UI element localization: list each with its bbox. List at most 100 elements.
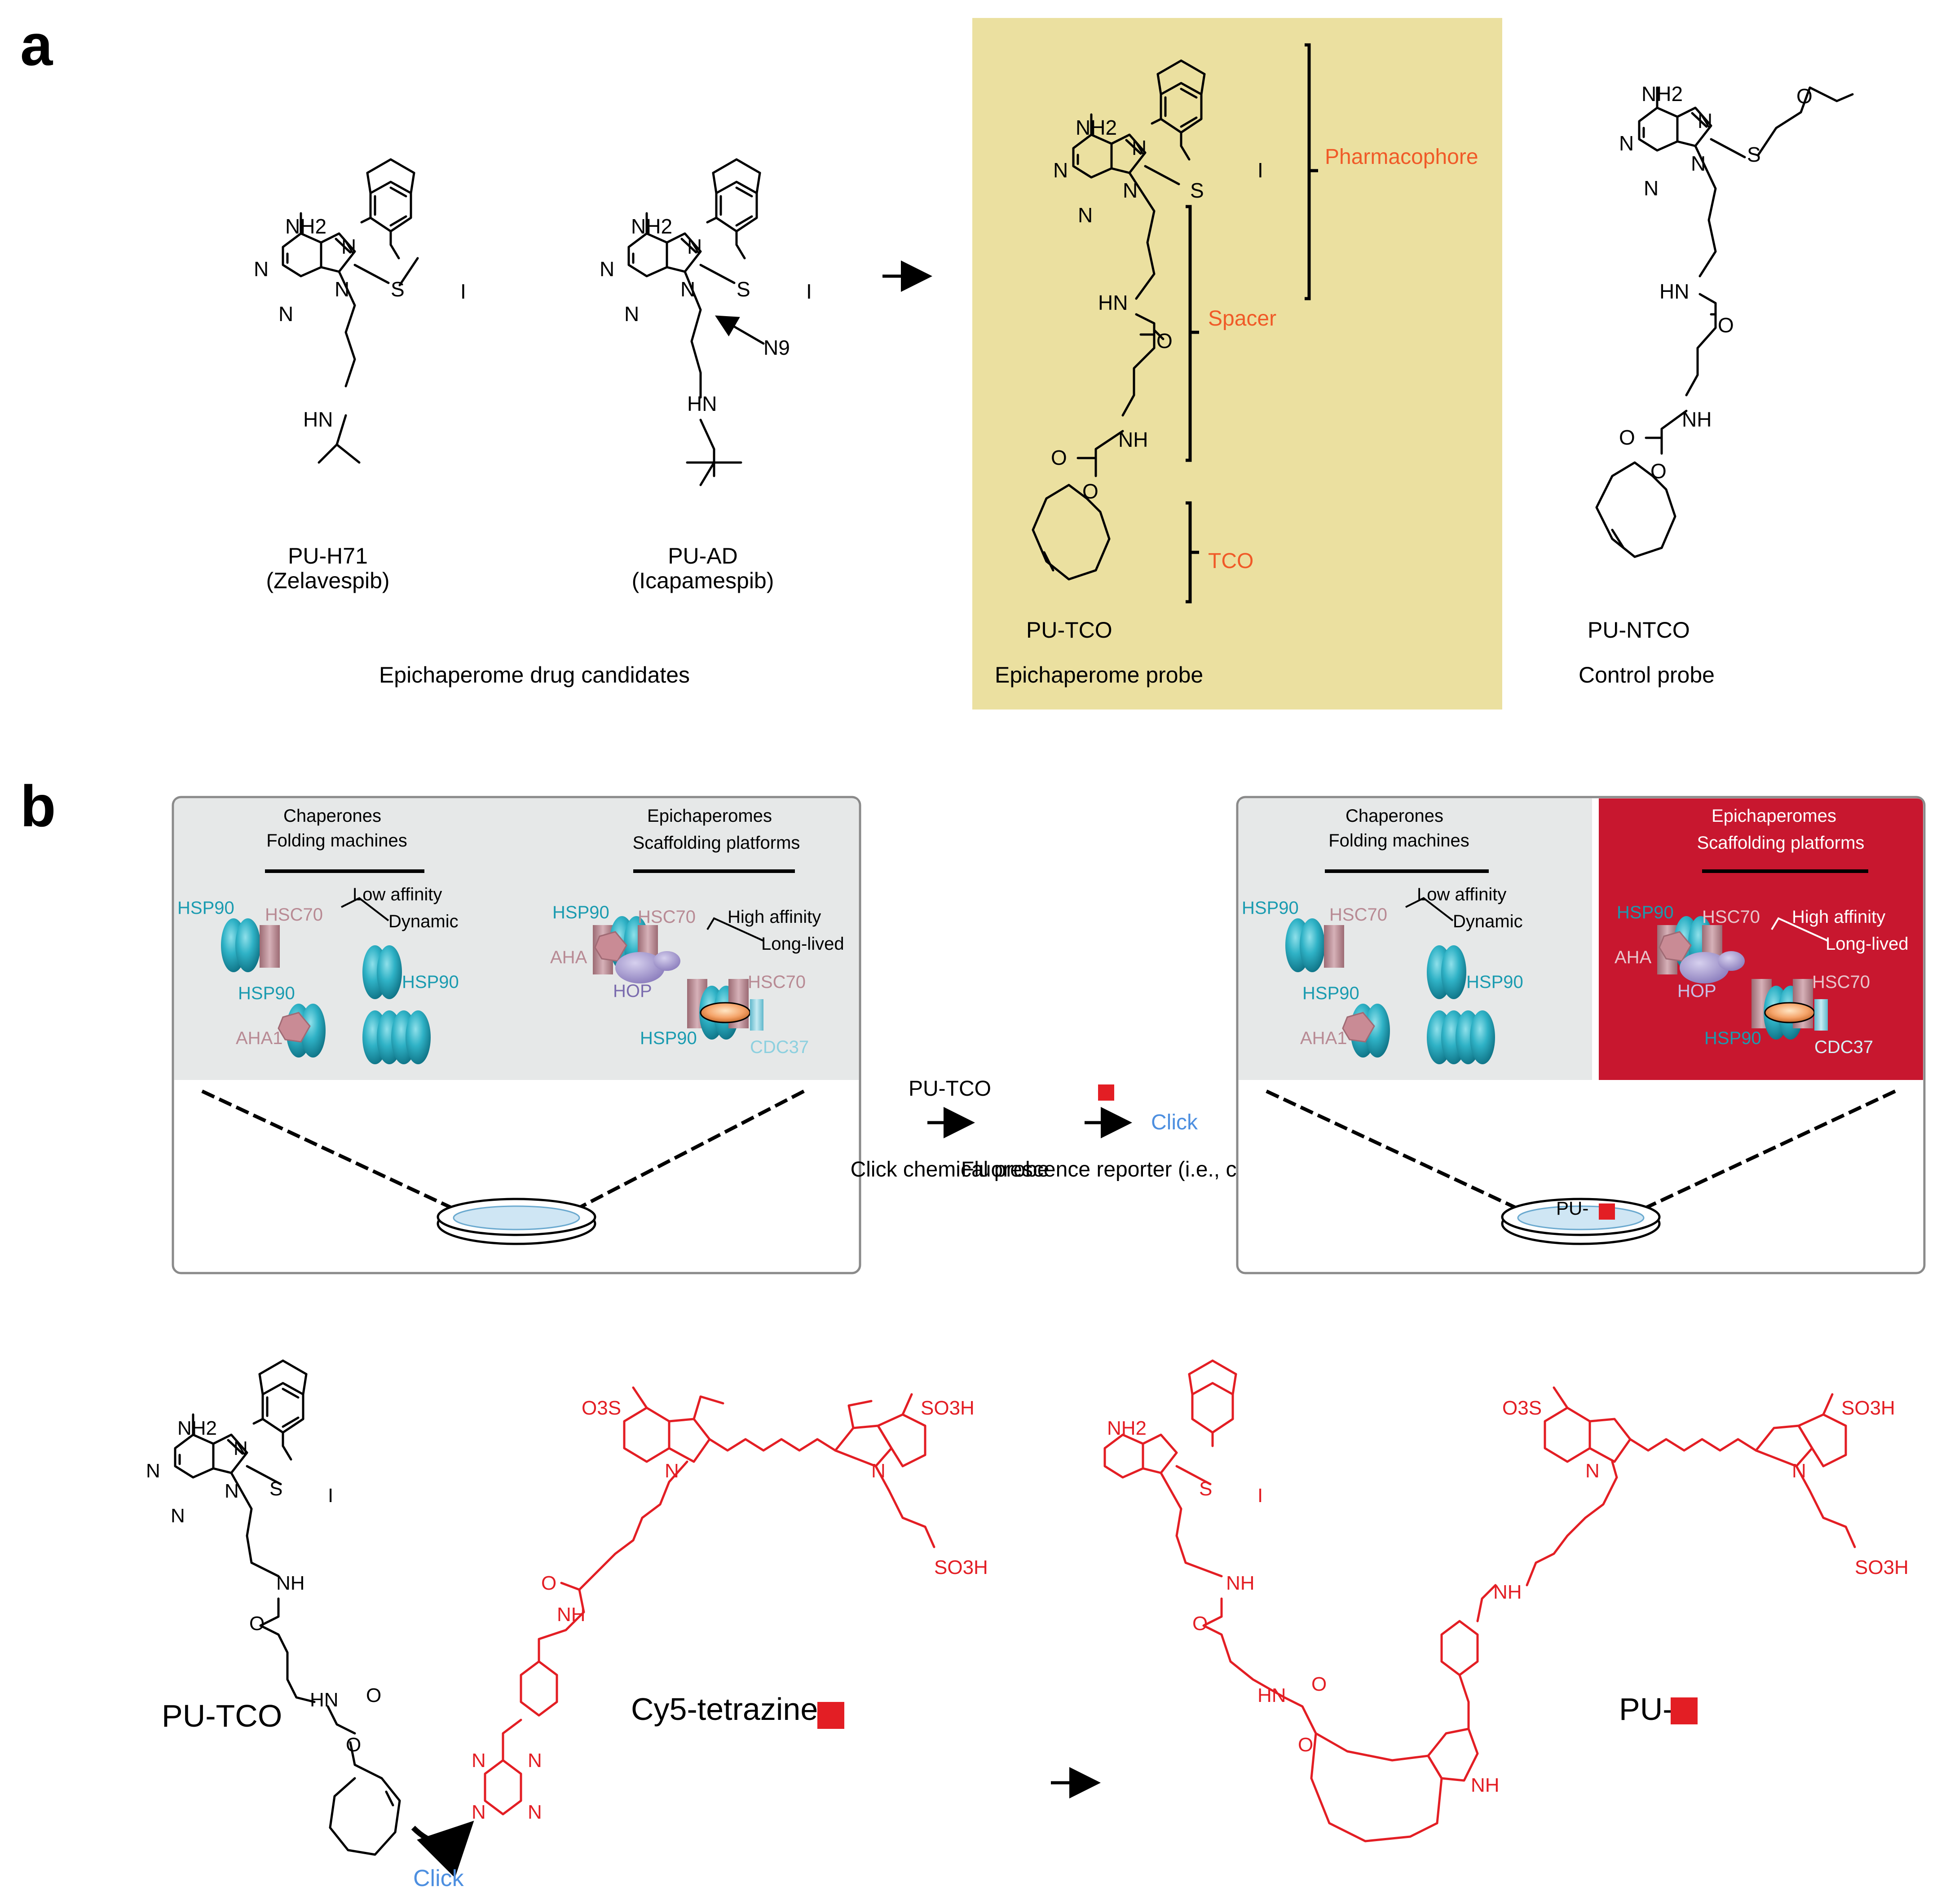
- step1-caption: Click chemical probe: [851, 1158, 1050, 1181]
- group-so3h: SO3H: [1855, 1556, 1909, 1578]
- atom-n: N: [624, 302, 639, 326]
- label-hsp90: HSP90: [238, 983, 295, 1003]
- label-hsc70: HSC70: [265, 905, 323, 925]
- atom-s: S: [737, 278, 750, 301]
- atom-o: O: [249, 1613, 265, 1635]
- atom-o: O: [541, 1572, 556, 1594]
- label-hsp90: HSP90: [640, 1028, 697, 1048]
- group-so3h: SO3H: [1841, 1397, 1895, 1419]
- right-cell-box: [1236, 796, 1926, 1274]
- atom-n: N: [680, 278, 695, 301]
- label-low-affinity: Low affinity: [1417, 885, 1506, 904]
- atom-nh: NH: [1118, 428, 1148, 451]
- atom-n: N: [1123, 179, 1138, 202]
- atom-n: N: [665, 1460, 679, 1482]
- region-spacer: Spacer: [1208, 307, 1276, 331]
- reactant1-label: PU-TCO: [162, 1698, 282, 1733]
- atom-n: N: [871, 1460, 886, 1482]
- atom-nh2: NH2: [177, 1417, 217, 1439]
- atom-n: N: [528, 1750, 542, 1772]
- probe-highlight-box: [972, 18, 1502, 710]
- epichaperomes-title: Epichaperomes: [1712, 806, 1836, 826]
- label-aha1: AHA1: [1300, 1028, 1347, 1048]
- atom-n: N: [1619, 132, 1634, 155]
- atom-i: I: [1257, 1485, 1263, 1507]
- label-hop: HOP: [613, 981, 652, 1001]
- n9-arrow: [715, 315, 765, 345]
- probe-caption: Epichaperome probe: [995, 662, 1203, 688]
- atom-n: N: [1132, 136, 1147, 159]
- atom-nh: NH: [276, 1572, 305, 1594]
- atom-hn: HN: [687, 392, 717, 415]
- atom-nh2: NH2: [285, 215, 326, 238]
- epichaperomes-sub: Scaffolding platforms: [633, 833, 800, 853]
- atom-nh: NH: [1471, 1774, 1500, 1796]
- atom-hn: HN: [1659, 280, 1689, 303]
- atom-n: N: [254, 257, 269, 281]
- atom-n: N: [1691, 152, 1706, 175]
- atom-hn: HN: [1098, 291, 1128, 314]
- atom-hn: HN: [303, 408, 333, 431]
- label-long-lived: Long-lived: [1826, 934, 1909, 954]
- atom-n: N: [472, 1801, 486, 1823]
- atom-n: N: [171, 1505, 185, 1527]
- pu-ntco-structure: [1595, 86, 1854, 558]
- atom-o: O: [1718, 313, 1734, 337]
- atom-n: N: [600, 257, 614, 281]
- atom-nh2: NH2: [1107, 1417, 1147, 1439]
- candidate-name: PU-AD: [668, 543, 738, 569]
- atom-i: I: [460, 280, 466, 303]
- atom-n: N: [1698, 109, 1712, 132]
- atom-i: I: [328, 1485, 333, 1507]
- label-hsp90: HSP90: [1704, 1028, 1761, 1048]
- atom-o: O: [1619, 426, 1635, 449]
- cy5-square-icon: [817, 1702, 844, 1729]
- atom-n: N: [146, 1460, 160, 1482]
- atom-nh: NH: [557, 1604, 586, 1626]
- label-hsp90: HSP90: [177, 898, 234, 918]
- label-hsc70: HSC70: [1329, 905, 1387, 925]
- chaperones-sub: Folding machines: [266, 831, 407, 851]
- pu-h71-structure: [283, 159, 419, 464]
- dish-label: PU-: [1556, 1198, 1588, 1219]
- atom-nh2: NH2: [1076, 116, 1117, 139]
- atom-o: O: [1298, 1734, 1313, 1756]
- label-hsc70: HSC70: [638, 907, 696, 927]
- atom-i: I: [1257, 159, 1263, 182]
- atom-n: N: [528, 1801, 542, 1823]
- group-o3s: O3S: [582, 1397, 621, 1419]
- atom-o: O: [1796, 84, 1813, 108]
- control-name: PU-NTCO: [1588, 617, 1690, 643]
- atom-o: O: [1082, 480, 1098, 503]
- atom-n: N: [472, 1750, 486, 1772]
- panel-label-a: a: [20, 12, 53, 78]
- label-cdc37: CDC37: [1814, 1037, 1873, 1057]
- click-label: Click: [1151, 1111, 1198, 1134]
- label-hsc70: HSC70: [1812, 972, 1870, 992]
- chaperone-complexes-right: [1285, 916, 1828, 1064]
- atom-nh2: NH2: [631, 215, 672, 238]
- epichaperomes-sub: Scaffolding platforms: [1697, 833, 1865, 853]
- product-label: PU-: [1619, 1692, 1673, 1727]
- step1-label: PU-TCO: [909, 1077, 991, 1101]
- atom-n: N: [1644, 176, 1659, 200]
- chaperone-complexes-left: [221, 916, 763, 1064]
- group-o3s: O3S: [1502, 1397, 1542, 1419]
- label-high-affinity: High affinity: [728, 907, 821, 927]
- label-hsp90: HSP90: [1466, 972, 1523, 992]
- atom-n: N: [1078, 203, 1093, 227]
- label-hsc70: HSC70: [1702, 907, 1760, 927]
- atom-n: N: [341, 235, 356, 258]
- label-hsp90: HSP90: [1242, 898, 1299, 918]
- atom-n: N: [1053, 159, 1068, 182]
- atom-i: I: [806, 280, 812, 303]
- label-aha: AHA: [550, 948, 587, 967]
- product-structure: [1103, 1359, 1856, 1842]
- label-low-affinity: Low affinity: [353, 885, 442, 904]
- label-hsp90: HSP90: [1617, 903, 1674, 922]
- atom-hn: HN: [310, 1689, 339, 1711]
- group-so3h: SO3H: [921, 1397, 975, 1419]
- atom-n: N: [335, 278, 349, 301]
- label-hop: HOP: [1677, 981, 1716, 1001]
